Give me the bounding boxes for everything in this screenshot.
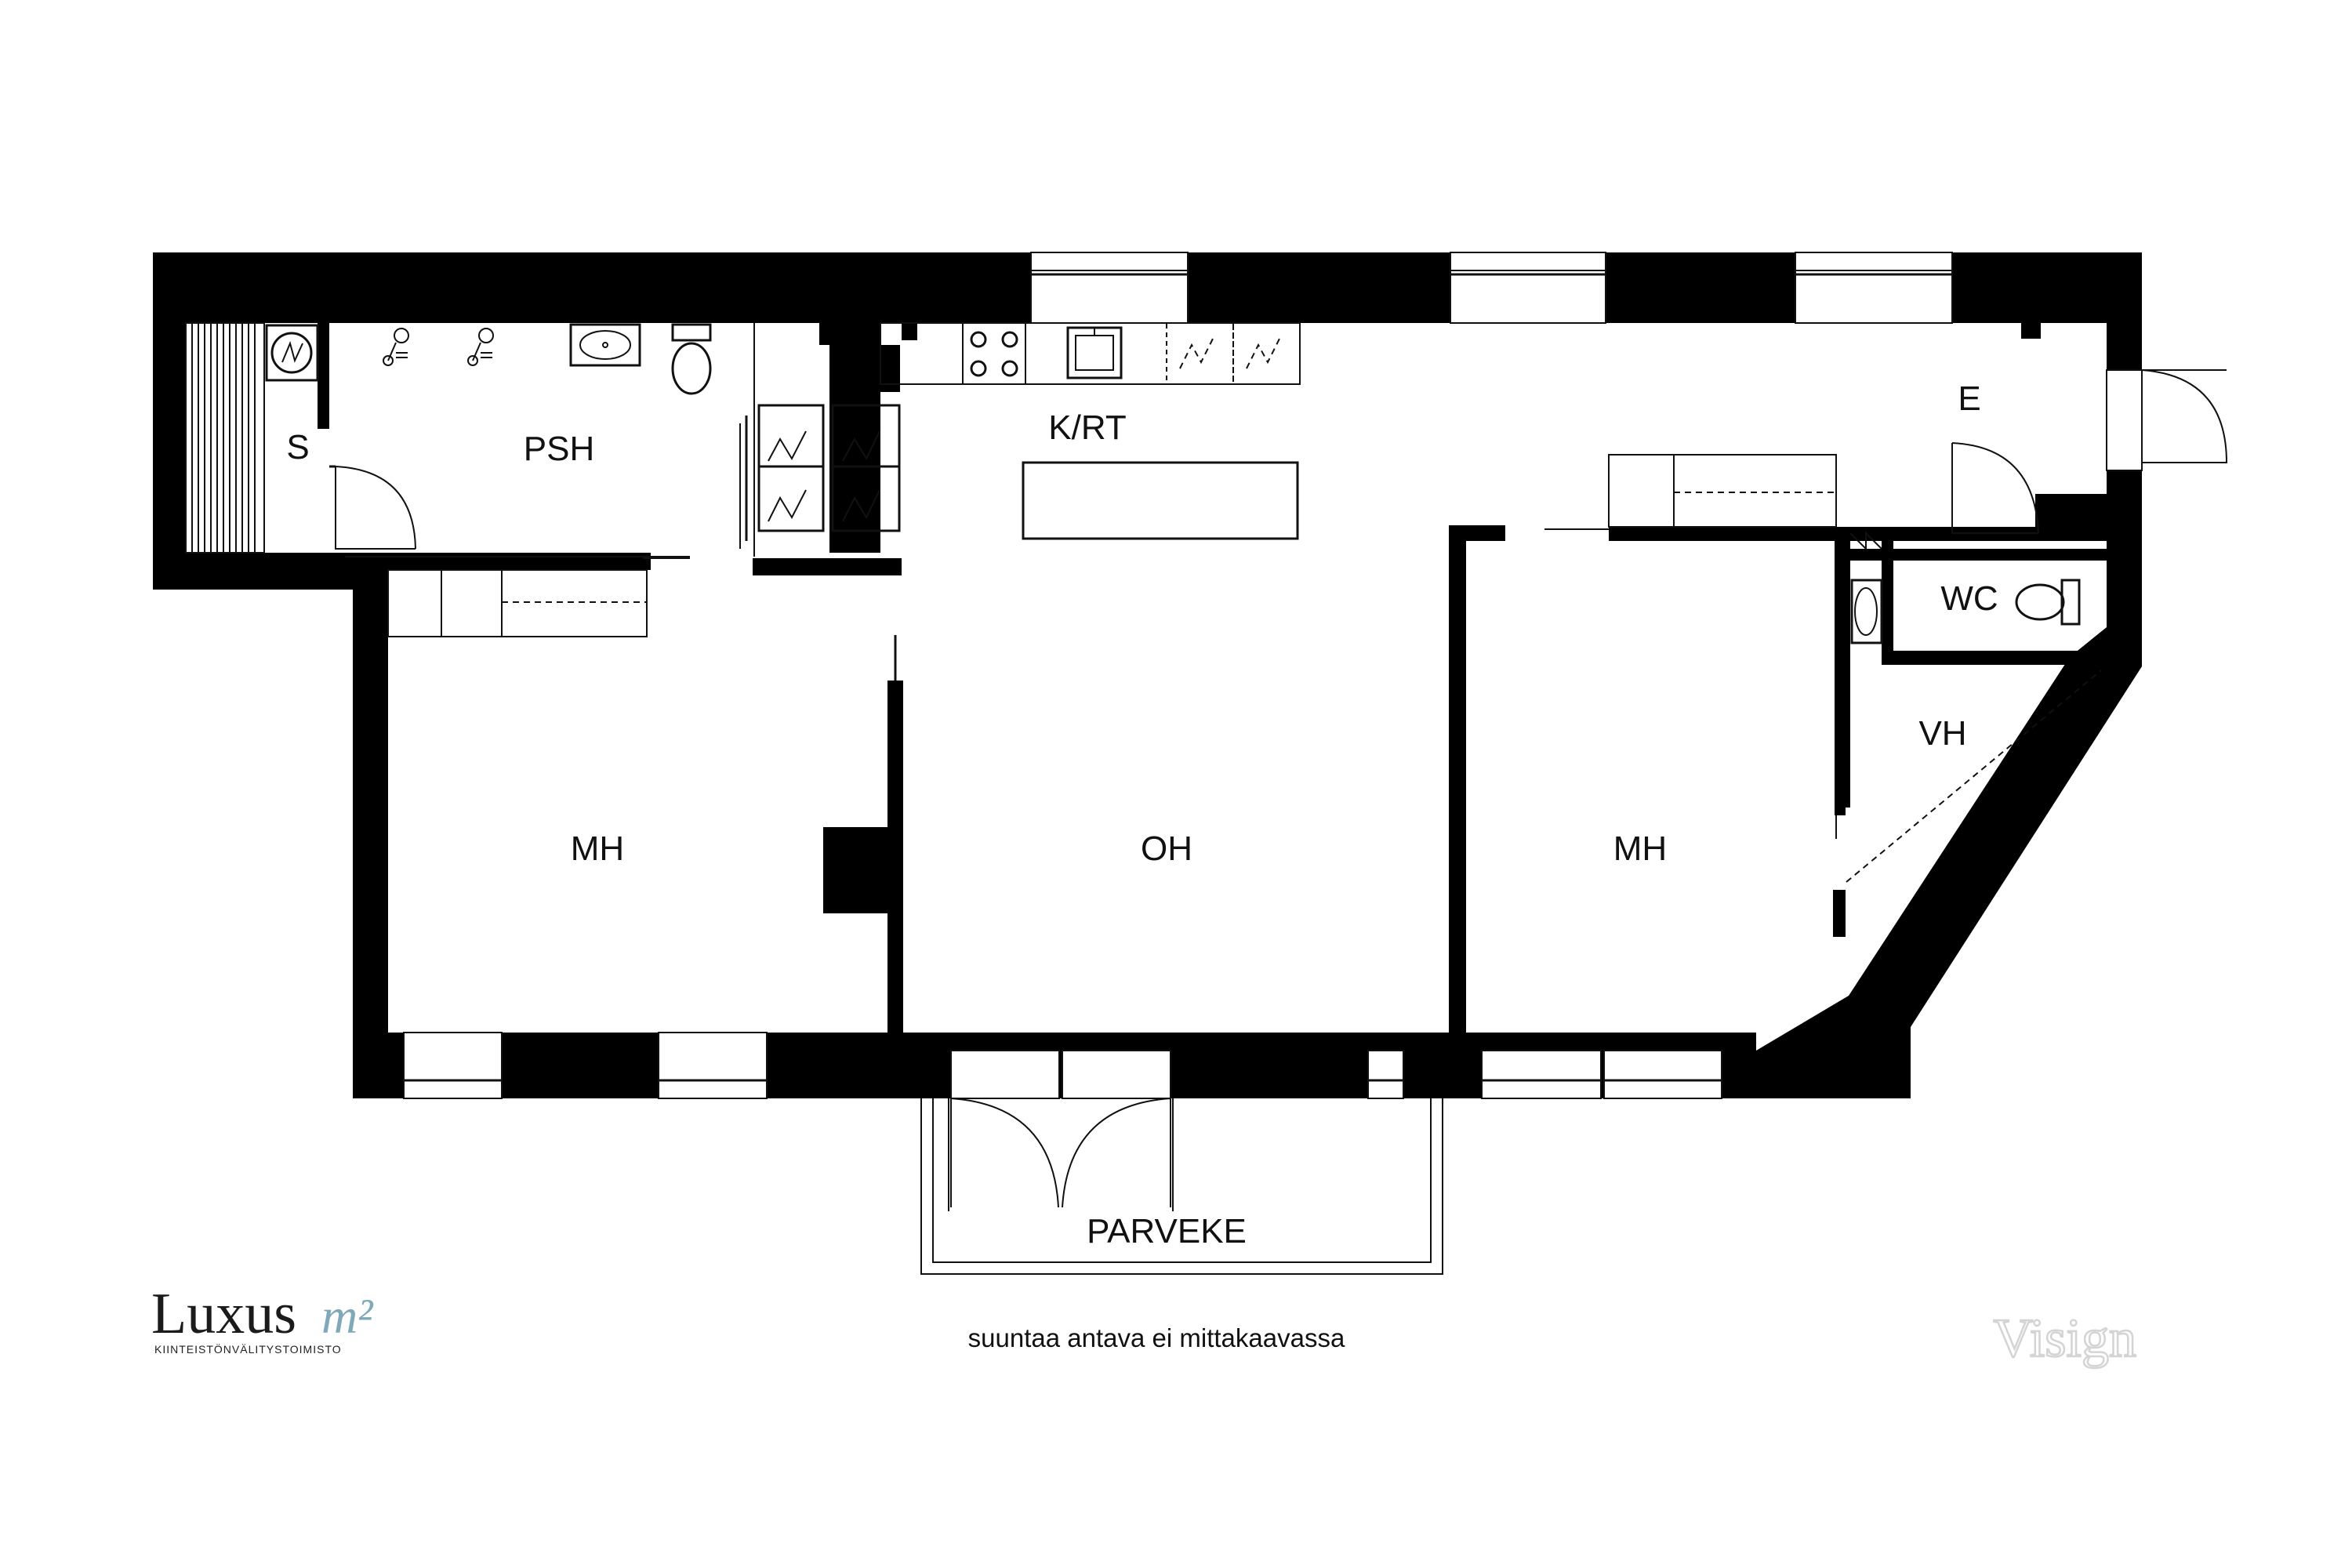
logo-suffix: m² bbox=[321, 1288, 374, 1344]
scale-note: suuntaa antava ei mittakaavassa bbox=[968, 1323, 1345, 1352]
logo-tagline: KIINTEISTÖNVÄLITYSTOIMISTO bbox=[154, 1342, 342, 1356]
room-label-bedroom-right: MH bbox=[1613, 829, 1667, 868]
room-label-entrance: E bbox=[1958, 379, 1980, 418]
closet-door bbox=[1951, 442, 2039, 534]
room-label-balcony: PARVEKE bbox=[1087, 1212, 1247, 1250]
sink-icon bbox=[569, 323, 641, 367]
sauna-door bbox=[329, 465, 416, 550]
sauna-stove-icon bbox=[265, 324, 319, 382]
stove-icon bbox=[962, 322, 1026, 385]
wc-area bbox=[1850, 579, 2081, 644]
kitchen-island bbox=[1022, 461, 1299, 540]
wc-sink-icon bbox=[1850, 579, 1883, 644]
logo-name: Luxus bbox=[151, 1282, 296, 1346]
room-labels: S PSH K/RT E WC VH MH OH MH PARVEKE bbox=[286, 379, 1998, 1250]
watermark: Visign bbox=[1994, 1308, 2137, 1369]
room-label-bedroom-left: MH bbox=[571, 829, 624, 868]
wc-toilet-icon bbox=[2015, 579, 2081, 626]
balcony-door bbox=[948, 1098, 1174, 1211]
kitchen-sink-icon bbox=[1066, 326, 1123, 379]
toilet-icon bbox=[671, 323, 712, 395]
wardrobe-left bbox=[387, 557, 690, 637]
entrance-area bbox=[1849, 369, 2228, 551]
wardrobe-right bbox=[1544, 454, 1837, 530]
room-label-living: OH bbox=[1141, 829, 1192, 868]
windows bbox=[403, 252, 1953, 1099]
sauna-area bbox=[185, 322, 416, 554]
bathroom-area bbox=[345, 323, 755, 557]
room-label-toilet: WC bbox=[1940, 579, 1998, 618]
appliance-icon bbox=[1166, 322, 1301, 385]
kitchen-counter bbox=[880, 322, 1301, 385]
room-label-sauna: S bbox=[286, 428, 309, 466]
room-label-wardrobe: VH bbox=[1918, 714, 1966, 753]
balcony-area bbox=[920, 1098, 1443, 1275]
logo: Luxus m² KIINTEISTÖNVÄLITYSTOIMISTO bbox=[151, 1282, 374, 1356]
tall-cabinets bbox=[757, 404, 901, 532]
wardrobe-diagonal bbox=[1835, 670, 2102, 883]
room-label-kitchen: K/RT bbox=[1048, 408, 1126, 447]
room-label-bathroom: PSH bbox=[524, 430, 594, 468]
shower-icon bbox=[383, 328, 409, 366]
shower-icon bbox=[467, 328, 494, 366]
sauna-bench bbox=[185, 322, 265, 554]
entrance-door bbox=[2106, 369, 2228, 471]
kitchen-area bbox=[880, 322, 1301, 540]
